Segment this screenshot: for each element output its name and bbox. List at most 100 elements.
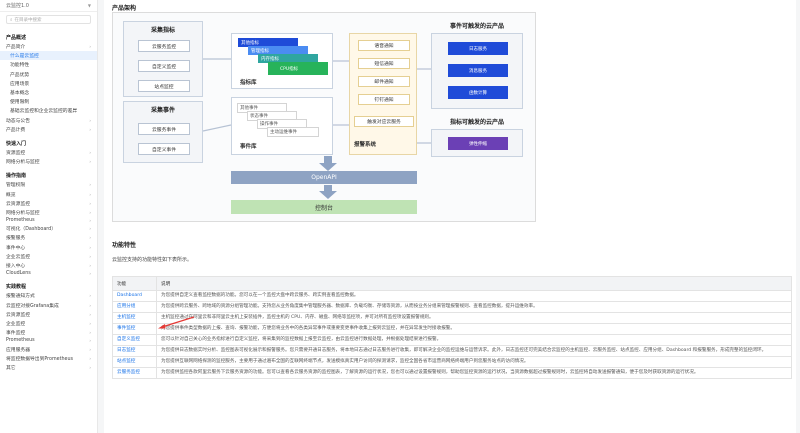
sidebar-item[interactable]: 产品计费› — [0, 125, 97, 134]
dingtalk-notify-btn: 钉钉通知 — [358, 94, 410, 105]
sidebar-item[interactable]: 概览› — [0, 189, 97, 198]
feature-name-link[interactable]: 应用分组 — [112, 301, 157, 313]
feature-name-link[interactable]: 自定义监控 — [112, 334, 157, 346]
sidebar-item-label: 动态与公告 — [6, 118, 30, 124]
sidebar-item-label: Prometheus — [6, 338, 35, 344]
sidebar-item[interactable]: 应用场景 — [0, 79, 97, 88]
feature-name-link[interactable]: 云服务监控 — [112, 367, 157, 379]
chevron-right-icon: › — [89, 182, 91, 188]
sidebar-item[interactable]: 应用服务器› — [0, 344, 97, 353]
feature-name-link[interactable]: Dashboard — [112, 290, 157, 302]
sidebar-item[interactable]: Prometheus› — [0, 337, 97, 344]
sidebar-item-label: 将监控数据导出到Prometheus — [6, 356, 74, 362]
chevron-right-icon: › — [89, 311, 91, 317]
sidebar-item-label: 应用场景 — [10, 81, 30, 87]
sidebar-item[interactable]: 使用限制 — [0, 97, 97, 106]
sidebar-group-title: 快速入门 — [6, 140, 27, 147]
sidebar-item[interactable]: 报警服务› — [0, 233, 97, 242]
sidebar-item[interactable]: 动态与公告 › — [0, 116, 97, 125]
sidebar-group: 实践教程报警通知方式›云监控对接Grafana集成›云资源监控›企业监控›事件监… — [0, 277, 97, 372]
feature-name-link[interactable]: 事件监控 — [112, 323, 157, 335]
sidebar-item[interactable]: 事件监控› — [0, 328, 97, 337]
collect-metrics-title: 采集指标 — [150, 27, 175, 34]
sidebar-item[interactable]: 将监控数据导出到Prometheus › — [0, 354, 97, 363]
chevron-right-icon: › — [89, 320, 91, 326]
sidebar-item[interactable]: 资源监控› — [0, 148, 97, 157]
search-icon: ⌕ — [10, 17, 13, 23]
trigger-cloud-service-btn: 触发对应云服务 — [354, 116, 414, 127]
event-library-box: 其他事件 状态事件 操作事件 主动运维事件 事件库 — [231, 97, 333, 155]
sidebar-item[interactable]: 功能特性 — [0, 60, 97, 69]
table-row: 应用分组为您提供跨云服务、跨地域的资源分组管理功能。支持您从业务角度集中管理服务… — [112, 301, 793, 313]
chevron-right-icon: › — [89, 149, 91, 155]
chevron-right-icon: › — [89, 364, 91, 370]
sidebar-group: 产品概述产品简介›什么是云监控功能特性产品优势应用场景基本概念使用限制基础云监控… — [0, 28, 97, 134]
metric-products-box: 弹性伸缩 — [431, 129, 523, 157]
sidebar-item-label: 报警服务 — [6, 236, 26, 242]
feature-name-link[interactable]: 日志监控 — [112, 345, 157, 357]
sidebar-item[interactable]: 产品简介› — [0, 42, 97, 51]
chevron-right-icon: › — [89, 355, 91, 361]
sidebar-group-title: 产品概述 — [6, 35, 27, 41]
console-bar: 控制台 — [231, 200, 417, 214]
chevron-right-icon: › — [89, 126, 91, 132]
sidebar-item[interactable]: 其它› — [0, 363, 97, 372]
sidebar-item[interactable]: 云监控对接Grafana集成› — [0, 301, 97, 310]
sidebar-item[interactable]: 网络分析与监控› — [0, 208, 97, 217]
feature-desc: 为您提供跨云服务、跨地域的资源分组管理功能。支持您从业务角度集中管理服务器、数据… — [155, 301, 793, 313]
sidebar-item[interactable]: CloudLens› — [0, 270, 97, 277]
feature-desc: 您可以针对自己关心的业务指标进行自定义监控，将采集到的监控数据上报至云监控，由云… — [155, 334, 793, 346]
version-selector[interactable]: 云监控1.0 ▼ — [0, 0, 97, 12]
sidebar-group-title: 实践教程 — [6, 284, 27, 291]
col-header-feature: 功能 — [112, 276, 157, 291]
metric-layer-cpu: CPU指标 — [268, 62, 328, 75]
search-placeholder: 在目录中搜索 — [14, 17, 42, 23]
sidebar-item[interactable]: 基本概念 — [0, 88, 97, 97]
sidebar-item[interactable]: 云资源监控› — [0, 199, 97, 208]
openapi-bar: OpenAPI — [231, 171, 417, 184]
sidebar-item[interactable]: 事件中心› — [0, 243, 97, 252]
sidebar-item[interactable]: 报警通知方式 › — [0, 291, 97, 300]
sidebar-item[interactable]: 接入中心› — [0, 261, 97, 270]
feature-desc: 主机监控通过在阿里云和非阿里云主机上安装插件，监控主机的 CPU、内存、磁盘、网… — [155, 312, 793, 324]
metric-products-title: 指标可触发的云产品 — [449, 119, 504, 126]
sidebar-item-label: 产品简介 — [6, 45, 26, 51]
catalog-search[interactable]: ⌕ 在目录中搜索 — [6, 15, 91, 24]
sidebar: 云监控1.0 ▼ ⌕ 在目录中搜索 产品概述产品简介›什么是云监控功能特性产品优… — [0, 0, 98, 433]
cloud-event-btn: 云服务事件 — [138, 123, 190, 135]
chevron-right-icon: › — [89, 302, 91, 308]
sidebar-item-label: 应用服务器 — [6, 347, 30, 353]
sidebar-item[interactable]: 什么是云监控 — [0, 51, 97, 61]
chevron-right-icon: › — [89, 200, 91, 206]
sidebar-item-label: 报警通知方式 — [6, 294, 35, 300]
sidebar-item[interactable]: Prometheus› — [0, 217, 97, 224]
arch-title: 产品架构 — [112, 5, 137, 12]
chevron-right-icon: › — [89, 263, 91, 269]
col-header-desc: 说明 — [155, 276, 793, 291]
sidebar-item[interactable]: 基础云监控和企业云监控的差异 — [0, 106, 97, 115]
sidebar-item[interactable]: 企业云监控› — [0, 252, 97, 261]
sidebar-item[interactable]: 可视化（Dashboard）› — [0, 224, 97, 233]
sidebar-item[interactable]: 产品优势 — [0, 70, 97, 79]
feature-name-link[interactable]: 站点监控 — [112, 356, 157, 368]
chevron-right-icon: › — [89, 293, 91, 299]
sidebar-item-label: CloudLens — [6, 271, 31, 277]
sidebar-item-label: 使用限制 — [10, 100, 30, 106]
sidebar-item[interactable]: 管理权限› — [0, 180, 97, 189]
sidebar-item-label: 网络分析与监控 — [6, 160, 40, 166]
metric-library-box: 其他指标 管理指标 内存指标 CPU指标 指标库 — [231, 33, 333, 89]
sidebar-item[interactable]: 云资源监控› — [0, 310, 97, 319]
sidebar-item-label: 基础云监控和企业云监控的差异 — [10, 109, 78, 115]
sidebar-item-label: 网络分析与监控 — [6, 210, 40, 216]
chevron-right-icon: › — [89, 117, 91, 123]
metric-layer-manage: 管理指标 — [248, 46, 308, 55]
diagram-connectors — [202, 58, 431, 199]
event-products-box: 日志服务 消息服务 函数计算 — [431, 33, 523, 109]
sidebar-item[interactable]: 企业监控› — [0, 319, 97, 328]
sidebar-item[interactable]: 网络分析与监控› — [0, 157, 97, 166]
message-service-btn: 消息服务 — [448, 64, 508, 77]
sidebar-item-label: 什么是云监控 — [10, 54, 39, 60]
sidebar-item-label: Prometheus — [6, 218, 35, 224]
feature-name-link[interactable]: 主机监控 — [112, 312, 157, 324]
